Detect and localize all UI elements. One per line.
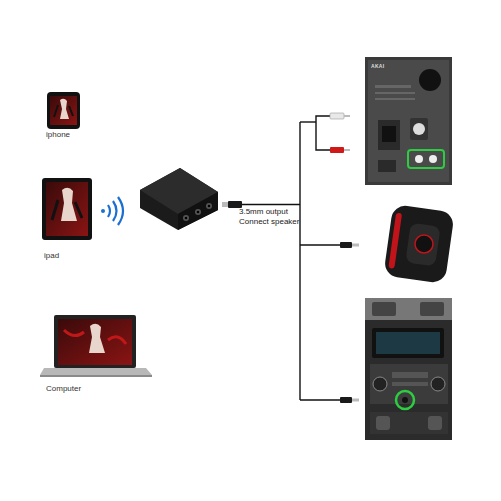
caption-text: iphone: [46, 130, 86, 139]
car-stereo: [365, 298, 452, 440]
laptop-image: [40, 315, 152, 377]
portable-speaker: [383, 204, 454, 284]
output-note: 3.5mm output Connect speaker: [239, 207, 305, 227]
ipad-image: [42, 178, 92, 240]
caption-text: Computer: [46, 384, 106, 393]
speaker-rear: [365, 57, 452, 185]
iphone-image: [47, 92, 80, 129]
wireless-signal: [101, 197, 123, 225]
device-caption: ipad: [44, 251, 84, 263]
caption-text: ipad: [44, 251, 84, 260]
audio-cable: [222, 113, 359, 403]
device-caption: iphone: [46, 130, 86, 142]
bluetooth-receiver: [140, 168, 218, 230]
device-caption: Computer: [46, 384, 106, 396]
brand-mark: AKAI: [371, 63, 401, 69]
